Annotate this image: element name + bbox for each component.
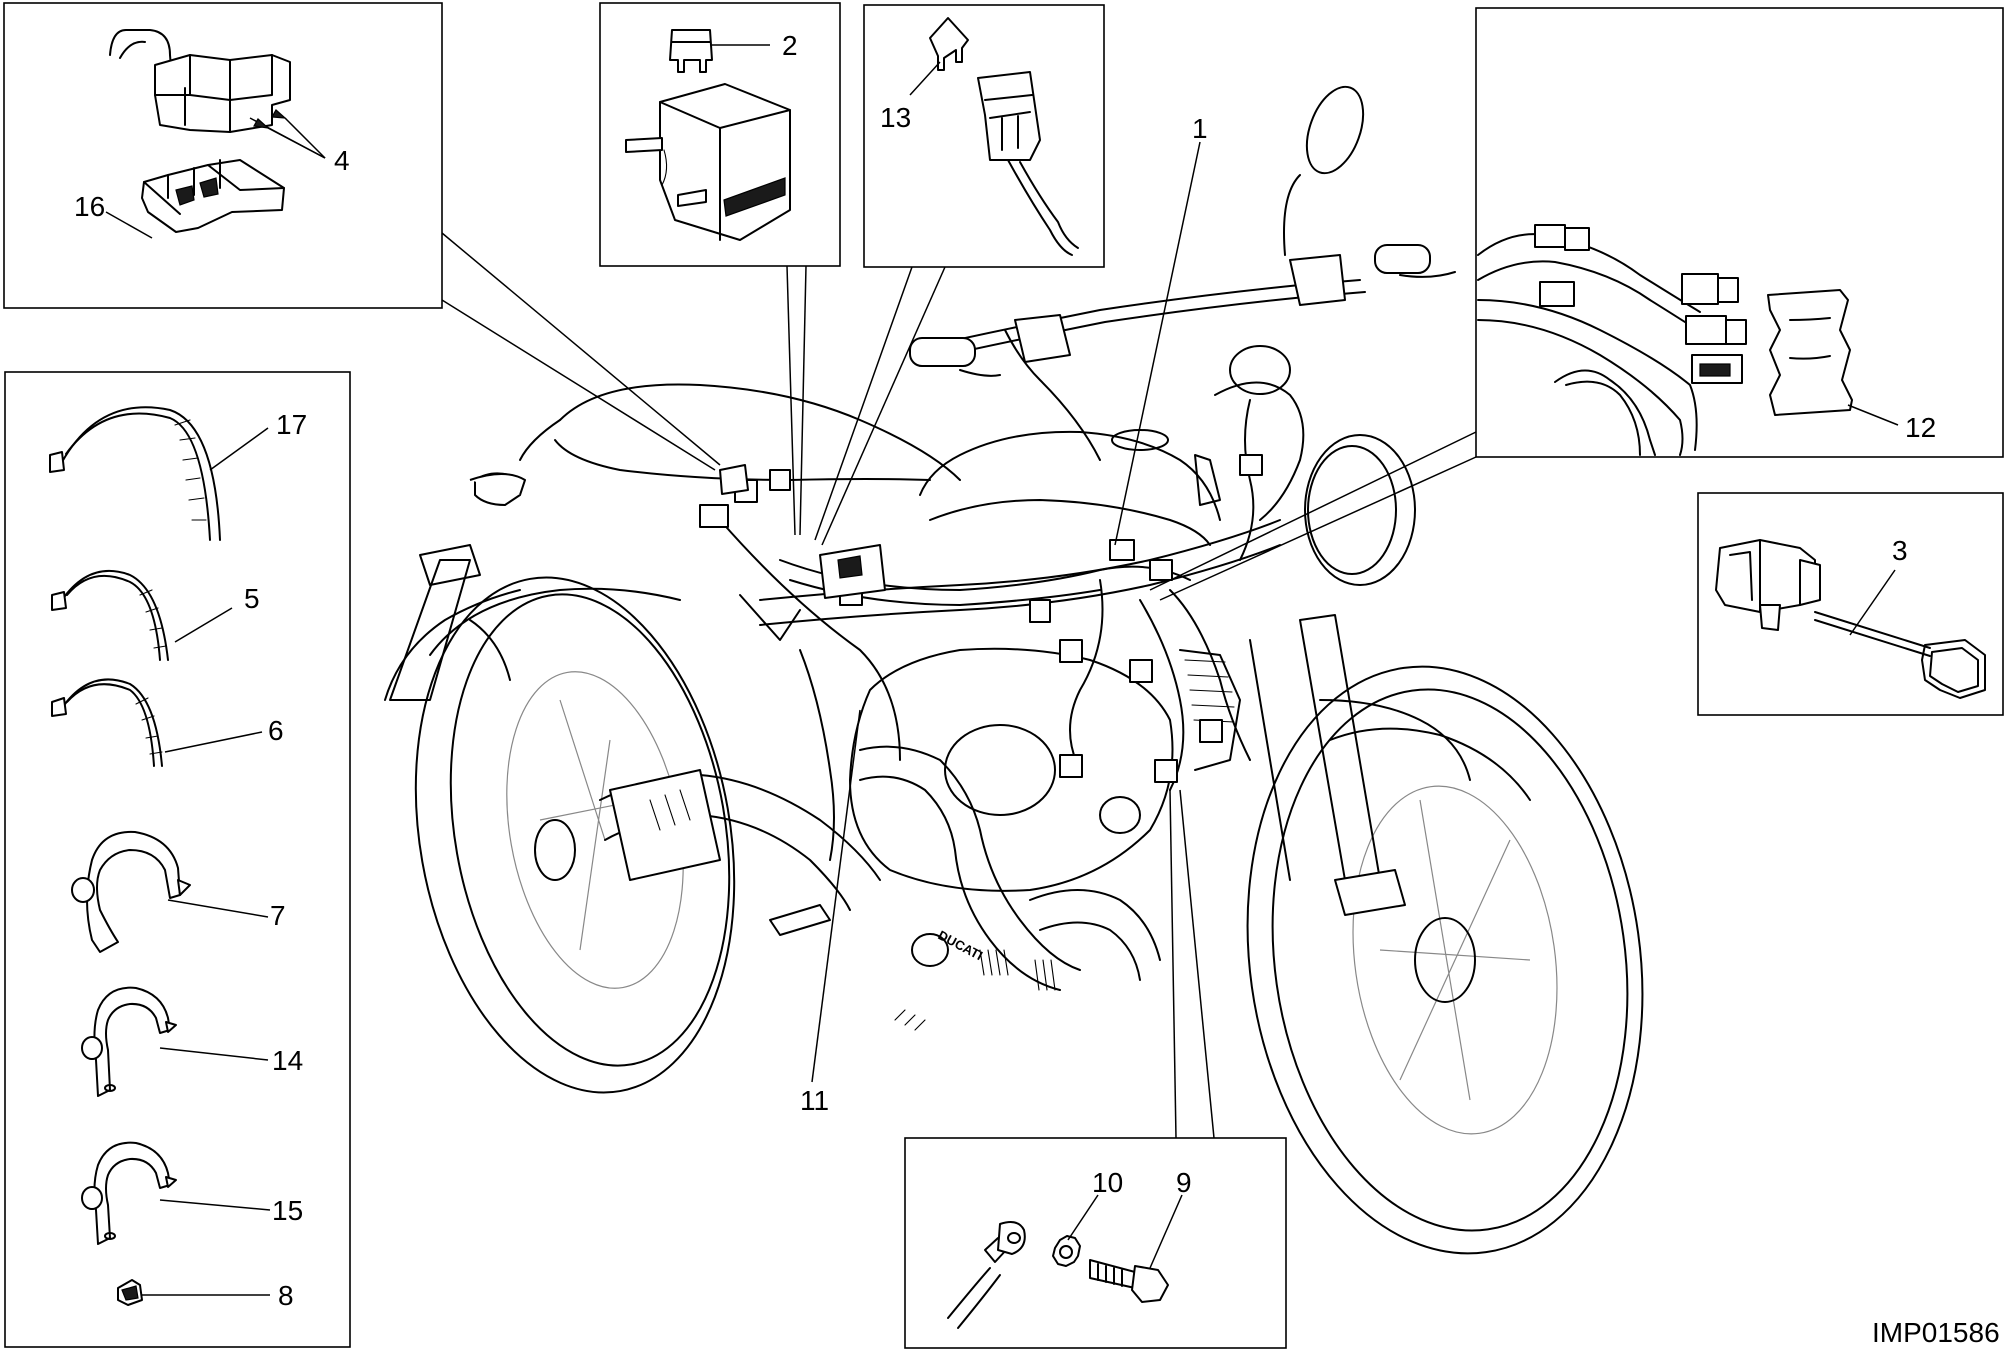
bike-callout-leaders (811, 141, 1201, 1083)
callout-14: 14 (272, 1045, 303, 1076)
detail-box-ground-screw (904, 1137, 1287, 1349)
callout-8: 8 (278, 1280, 294, 1311)
ground-cable-connector (1715, 539, 1986, 699)
callout-6: 6 (268, 715, 284, 746)
callout-13: 13 (880, 102, 911, 133)
callout-3-leader (1849, 569, 1896, 636)
callout-4: 4 (334, 145, 350, 176)
callout-15-leader (159, 1199, 271, 1211)
detail-box-fuse-relay (599, 2, 841, 267)
fuse-and-relay (625, 29, 791, 241)
callout-5-leader (174, 607, 233, 643)
relay-cover-assembly (109, 29, 291, 233)
fuse-and-connector (929, 17, 1079, 256)
cable-tie-17 (49, 406, 221, 541)
callout-4-leaders (249, 109, 326, 159)
callout-3: 3 (1892, 535, 1908, 566)
drawing-code: IMP01586 (1872, 1317, 2000, 1348)
callout-10-leader (1067, 1194, 1099, 1241)
motorcycle-drawing: DUCATI (384, 85, 1644, 1255)
detail-box-cable-ties (4, 371, 351, 1348)
box-leaders (441, 232, 1477, 1139)
callout-9-leader (1149, 1194, 1183, 1269)
cable-tie-5 (51, 569, 169, 661)
callout-1: 1 (1192, 113, 1208, 144)
connector-holder-assembly (1477, 224, 1853, 456)
callout-12-leader (1847, 404, 1899, 426)
detail-box-relay-covers (3, 2, 443, 309)
ground-terminal-and-screw (947, 1221, 1169, 1329)
cable-tie-6 (51, 678, 163, 767)
callout-6-leader (164, 731, 263, 753)
clip-14 (81, 986, 177, 1097)
callout-17-leader (209, 427, 269, 471)
clip-15 (81, 1141, 177, 1245)
engine-brand-label: DUCATI (936, 927, 986, 963)
callout-7: 7 (270, 900, 286, 931)
detail-box-ground-cable (1697, 492, 2004, 716)
callout-14-leader (159, 1047, 269, 1061)
callout-16: 16 (74, 191, 105, 222)
clip-8 (117, 1279, 143, 1306)
callout-2: 2 (782, 30, 798, 61)
callout-11-leader (811, 709, 861, 1083)
callout-15: 15 (272, 1195, 303, 1226)
callout-17: 17 (276, 409, 307, 440)
callout-7-leader (167, 899, 269, 918)
clip-7 (71, 830, 191, 953)
callout-1-leader (1114, 141, 1201, 546)
callout-5: 5 (244, 583, 260, 614)
detail-box-fuse-connector (863, 4, 1105, 268)
callout-10: 10 (1092, 1167, 1123, 1198)
detail-box-connector-holder (1475, 7, 2004, 458)
callout-16-leader (105, 211, 153, 239)
callout-13-leader (909, 61, 941, 96)
callout-11: 11 (800, 1085, 829, 1116)
callout-12: 12 (1905, 412, 1936, 443)
callout-9: 9 (1176, 1167, 1192, 1198)
